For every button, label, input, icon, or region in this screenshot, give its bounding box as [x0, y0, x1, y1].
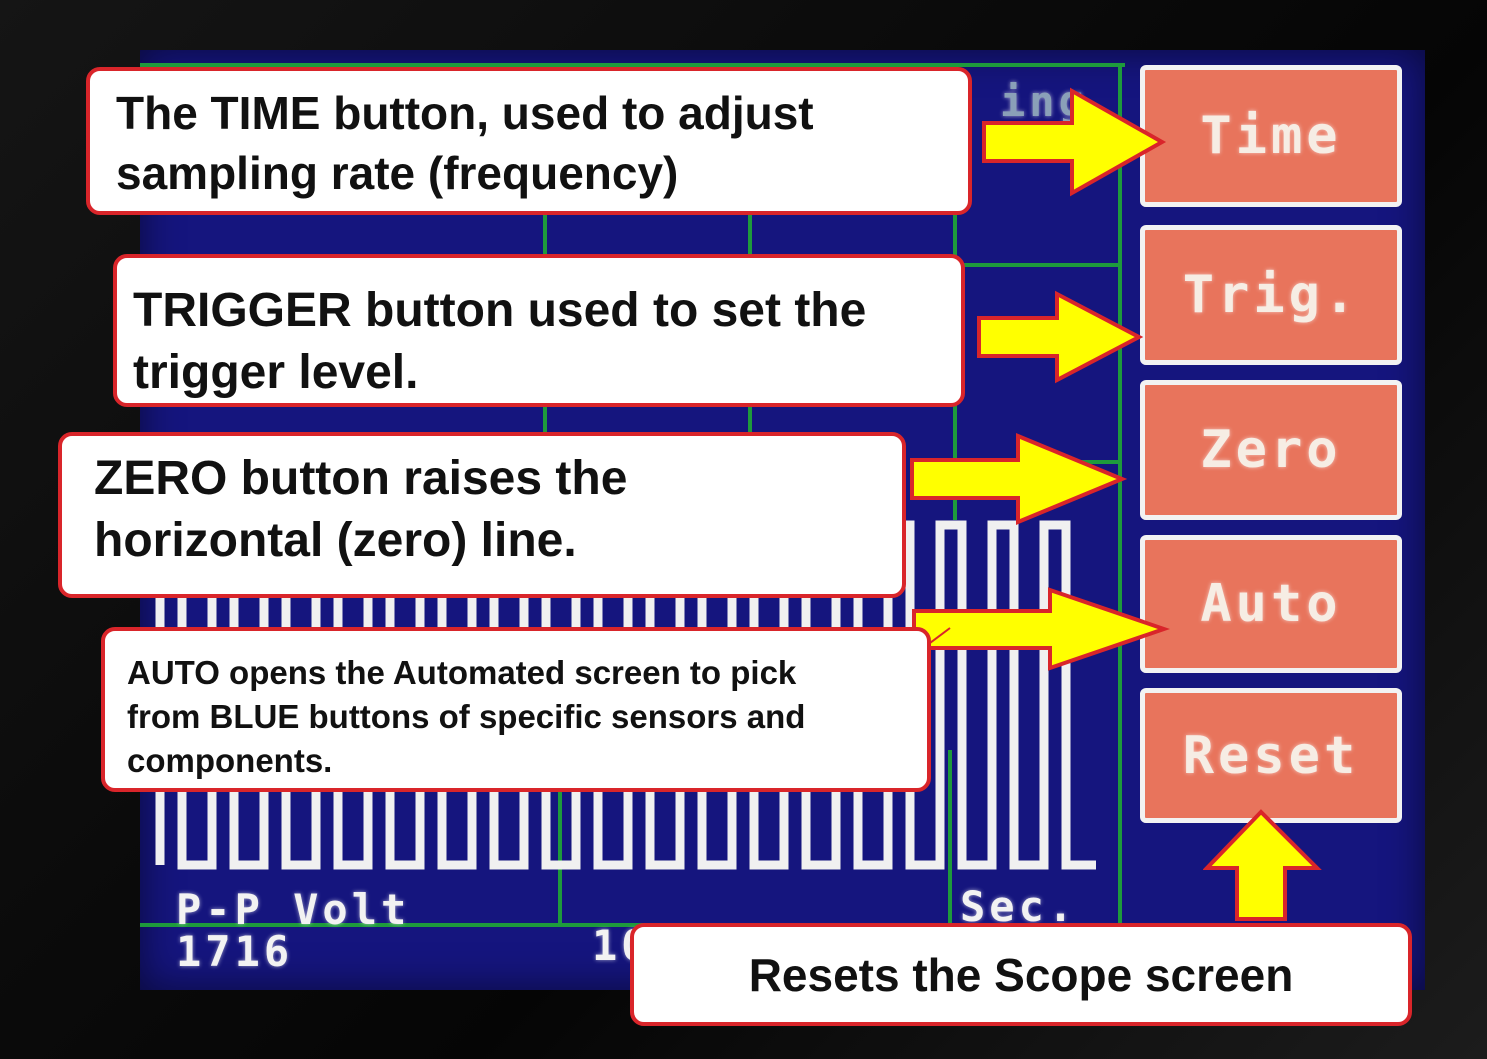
arrow-to-time-icon [982, 87, 1167, 197]
callout-time: The TIME button, used to adjust sampling… [86, 67, 972, 215]
arrow-to-reset-icon [1203, 809, 1322, 921]
callout-auto-line2: from BLUE buttons of specific sensors an… [127, 698, 806, 735]
arrow-to-zero-icon [910, 433, 1128, 525]
callout-reset-text: Resets the Scope screen [748, 948, 1294, 1001]
trig-button[interactable]: Trig. [1140, 225, 1402, 365]
callout-trigger: TRIGGER button used to set the trigger l… [113, 254, 965, 407]
callout-auto-line1: AUTO opens the Automated screen to pick [127, 654, 797, 691]
callout-zero-line1: ZERO button raises the [94, 452, 628, 505]
callout-time-line2: sampling rate (frequency) [116, 147, 679, 199]
auto-button[interactable]: Auto [1140, 535, 1402, 673]
pp-volt-label: P-P Volt [176, 885, 411, 934]
callout-time-line1: The TIME button, used to adjust [116, 87, 814, 139]
zero-button[interactable]: Zero [1140, 380, 1402, 520]
top-label-fragment: ing [1000, 77, 1088, 126]
reset-button[interactable]: Reset [1140, 688, 1402, 823]
callout-trigger-line2: trigger level. [133, 346, 419, 399]
pp-volt-value: 1716 [176, 927, 294, 976]
callout-zero-line2: horizontal (zero) line. [94, 514, 577, 567]
time-button[interactable]: Time [1140, 65, 1402, 207]
callout-zero: ZERO button raises the horizontal (zero)… [58, 432, 906, 598]
square-waveform [155, 520, 1096, 870]
callout-auto: AUTO opens the Automated screen to pick … [101, 627, 931, 792]
sec-label: Sec. [960, 882, 1078, 931]
callout-auto-line3: components. [127, 742, 333, 779]
arrow-to-trig-icon [977, 290, 1144, 384]
callout-trigger-line1: TRIGGER button used to set the [133, 284, 867, 337]
arrow-to-auto-icon [910, 587, 1170, 671]
callout-reset: Resets the Scope screen [630, 923, 1412, 1026]
